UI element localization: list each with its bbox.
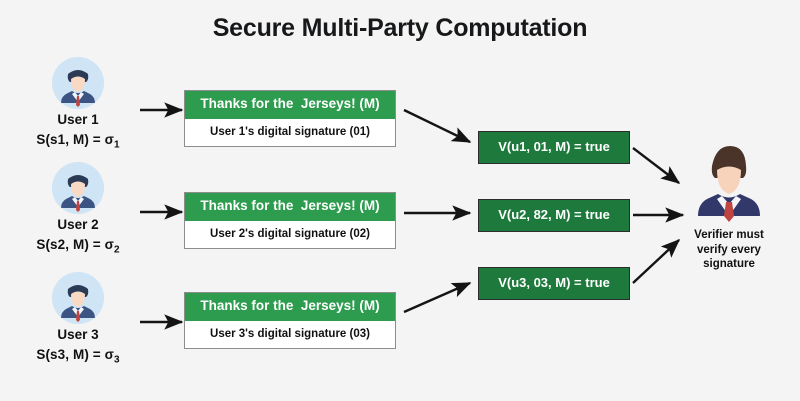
verifier-figure — [690, 142, 768, 222]
user-1-signature-formula: S(s1, M) = σ1 — [36, 131, 120, 151]
verify-box-2: V(u2, 82, M) = true — [478, 199, 630, 233]
avatar — [52, 272, 104, 324]
message-card-3: Thanks for the Jerseys! (M) User 3's dig… — [184, 292, 396, 350]
message-header-2: Thanks for the Jerseys! (M) — [185, 193, 395, 221]
user-2-name: User 2 — [57, 217, 99, 232]
arrow-verify1-to-verifier — [632, 147, 681, 184]
user-avatar-icon — [52, 57, 104, 109]
user-2-signature-formula: S(s2, M) = σ2 — [36, 236, 120, 256]
user-3-label-block: User 3 S(s3, M) = σ3 — [18, 325, 138, 368]
arrow-message3-to-verify3 — [403, 281, 472, 314]
user-1-name: User 1 — [57, 112, 99, 127]
avatar — [52, 162, 104, 214]
message-signature-2: User 2's digital signature (02) — [185, 220, 395, 249]
message-header-3: Thanks for the Jerseys! (M) — [185, 293, 395, 321]
message-card-2: Thanks for the Jerseys! (M) User 2's dig… — [184, 192, 396, 250]
user-2-label-block: User 2 S(s2, M) = σ2 — [18, 215, 138, 258]
user-3-name: User 3 — [57, 327, 99, 342]
message-signature-1: User 1's digital signature (01) — [185, 118, 395, 147]
message-card-1: Thanks for the Jerseys! (M) User 1's dig… — [184, 90, 396, 148]
message-signature-3: User 3's digital signature (03) — [185, 320, 395, 349]
avatar — [52, 57, 104, 109]
verifier-caption-line-1: Verifier must — [694, 229, 764, 241]
verify-box-1: V(u1, 01, M) = true — [478, 131, 630, 165]
verifier-caption-line-3: signature — [703, 258, 755, 271]
page-title: Secure Multi-Party Computation — [212, 14, 588, 42]
verifier-caption: Verifier must verify every signature — [664, 228, 794, 272]
verify-box-3: V(u3, 03, M) = true — [478, 267, 630, 301]
user-avatar-icon — [52, 162, 104, 214]
verifier-person-icon — [690, 142, 768, 222]
user-avatar-icon — [52, 272, 104, 324]
verifier-caption-line-2: verify every — [697, 243, 761, 256]
arrow-message1-to-verify1 — [403, 108, 472, 144]
message-header-1: Thanks for the Jerseys! (M) — [185, 91, 395, 119]
user-1-label-block: User 1 S(s1, M) = σ1 — [18, 110, 138, 153]
user-3-signature-formula: S(s3, M) = σ3 — [36, 346, 120, 366]
